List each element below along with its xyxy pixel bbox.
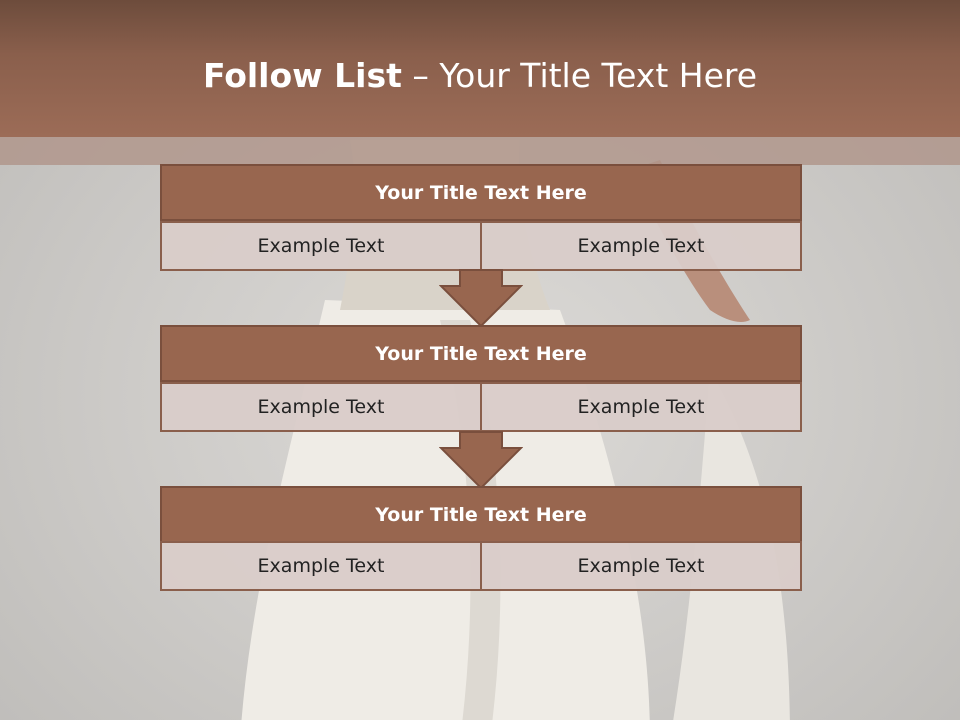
slide-title: Follow List – Your Title Text Here <box>0 56 960 95</box>
slide-title-bold: Follow List <box>202 56 402 95</box>
item-text-left: Example Text <box>160 541 482 591</box>
item-text-right: Example Text <box>480 541 802 591</box>
item-title: Your Title Text Here <box>160 325 802 382</box>
item-title: Your Title Text Here <box>160 164 802 221</box>
item-text-left: Example Text <box>160 382 482 432</box>
slide-title-rest: – Your Title Text Here <box>401 56 758 95</box>
header-accent-band <box>0 137 960 165</box>
item-text-right: Example Text <box>480 382 802 432</box>
down-arrow-icon <box>439 431 523 490</box>
item-text-left: Example Text <box>160 221 482 271</box>
header-bar <box>0 0 960 137</box>
item-title: Your Title Text Here <box>160 486 802 543</box>
down-arrow-icon <box>439 269 523 328</box>
item-text-right: Example Text <box>480 221 802 271</box>
